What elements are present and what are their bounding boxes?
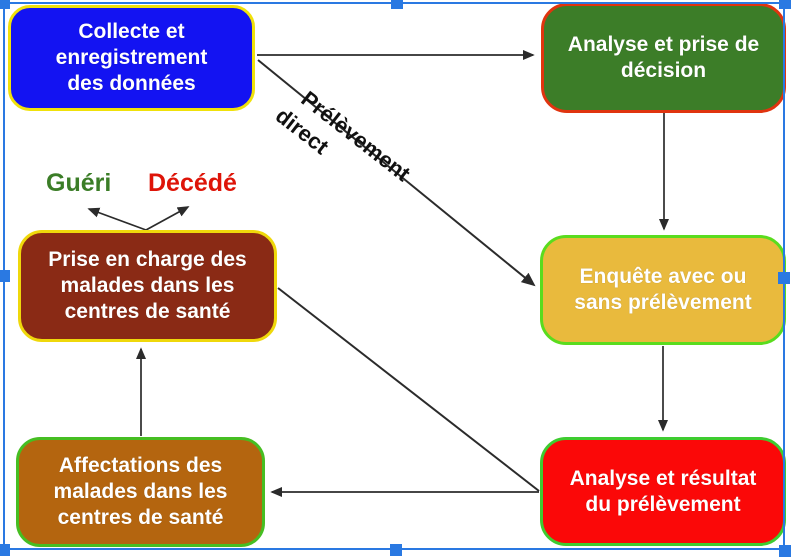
node-collecte-label: Collecte et enregistrement des données [55, 20, 208, 95]
node-affectations-box: Affectations des malades dans les centre… [16, 437, 265, 547]
edge-prise-en-charge-to-resultat [277, 287, 540, 492]
node-enquete-label: Enquête avec ou sans prélèvement [574, 265, 752, 314]
selection-handle-bottom-left[interactable] [0, 544, 10, 556]
selection-handle-top-left[interactable] [0, 0, 10, 9]
node-enquete-box: Enquête avec ou sans prélèvement [540, 235, 786, 345]
selection-handle-top-right[interactable] [779, 0, 791, 9]
node-analyse-decision-box: Analyse et prise de décision [541, 3, 786, 113]
selection-handle-bottom-middle[interactable] [390, 544, 402, 556]
selection-handle-middle-right[interactable] [778, 272, 790, 284]
selection-handle-bottom-right[interactable] [779, 545, 791, 557]
selection-handle-middle-left[interactable] [0, 270, 10, 282]
node-analyse-decision-label: Analyse et prise de décision [567, 33, 760, 82]
outcome-label-decede: Décédé [148, 169, 237, 197]
outcome-label-gueri: Guéri [46, 169, 112, 197]
node-collecte-box: Collecte et enregistrement des données [8, 5, 255, 111]
node-affectations-label: Affectations des malades dans les centre… [53, 454, 228, 529]
edge-collecte-to-enquete-prelevement-direct [257, 59, 536, 287]
node-prise-en-charge-box: Prise en charge des malades dans les cen… [18, 230, 277, 342]
selection-handle-top-middle[interactable] [391, 0, 403, 9]
edge-prise-en-charge-to-decede [145, 206, 190, 231]
edge-prise-en-charge-to-gueri [87, 207, 147, 231]
node-analyse-resultat-label: Analyse et résultat du prélèvement [569, 466, 757, 516]
node-prise-en-charge-label: Prise en charge des malades dans les cen… [48, 248, 247, 323]
node-analyse-resultat-box: Analyse et résultat du prélèvement [540, 437, 786, 546]
